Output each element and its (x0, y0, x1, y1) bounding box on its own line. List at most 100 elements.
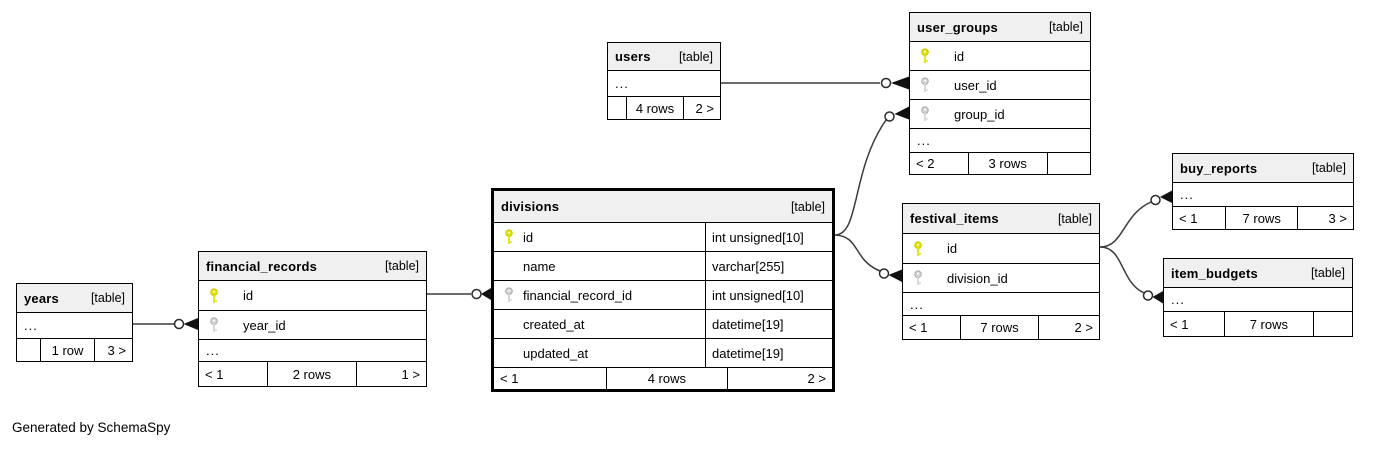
parents-count: < 1 (1170, 316, 1189, 332)
column-type: varchar[255] (705, 252, 832, 280)
table-tag: [table] (384, 259, 419, 273)
children-count (1046, 153, 1090, 174)
table-financial_records[interactable]: financial_records [table] id year_id ...… (198, 251, 427, 387)
relation-arrowhead (888, 269, 902, 282)
rows-count: 7 rows (1225, 207, 1297, 229)
column-row-id: id (910, 42, 1090, 71)
table-header: buy_reports [table] (1173, 154, 1353, 183)
table-title: divisions (501, 199, 560, 214)
ellipsis-row: ... (910, 129, 1090, 153)
ellipsis-row: ... (903, 293, 1099, 316)
table-title: item_budgets (1171, 265, 1258, 281)
table-footer: < 1 2 rows 1 > (199, 362, 426, 386)
table-tag: [table] (1048, 20, 1083, 34)
rows-count: 4 rows (625, 97, 683, 119)
column-row-group_id: group_id (910, 100, 1090, 129)
table-title: years (24, 290, 59, 306)
table-title: festival_items (910, 211, 999, 226)
table-header: divisions [table] (494, 191, 832, 223)
column-row-id: id int unsigned[10] (494, 223, 832, 252)
rows-count: 3 rows (967, 153, 1047, 174)
rows-count: 1 row (40, 339, 94, 361)
table-tag: [table] (1057, 211, 1092, 226)
column-row-id: id (903, 234, 1099, 264)
rows-count: 7 rows (959, 316, 1038, 339)
table-header: financial_records [table] (199, 252, 426, 281)
foreign-key-icon (505, 287, 513, 302)
primary-key-icon (914, 240, 922, 256)
relation-arrowhead (481, 288, 491, 300)
relation-circle (1150, 194, 1161, 206)
relation-circle (878, 268, 890, 279)
table-tag: [table] (90, 291, 125, 305)
table-header: festival_items [table] (903, 204, 1099, 234)
children-count: 3 > (94, 339, 132, 361)
parents-count: < 2 (916, 156, 935, 171)
table-footer: < 1 7 rows (1164, 312, 1352, 336)
relation-arrowhead (891, 76, 909, 90)
column-type: datetime[19] (705, 339, 832, 367)
table-tag: [table] (678, 49, 713, 64)
children-count: 2 > (727, 368, 832, 389)
children-count (1312, 312, 1352, 336)
foreign-key-icon (921, 106, 929, 121)
primary-key-icon (505, 229, 513, 244)
column-type: int unsigned[10] (705, 223, 832, 251)
relation-arrowhead (894, 106, 909, 120)
primary-key-icon (921, 48, 929, 63)
parents-count (608, 97, 626, 119)
ellipsis-row: ... (1164, 288, 1352, 312)
column-row-division_id: division_id (903, 264, 1099, 293)
ellipsis-row: ... (1173, 183, 1353, 207)
table-users[interactable]: users [table] ... 4 rows 2 > (607, 42, 721, 120)
relation-festival_items-item_budgets (1099, 246, 1145, 294)
relation-festival_items-buy_reports (1099, 201, 1152, 248)
column-type: datetime[19] (705, 310, 832, 338)
parents-count: < 1 (909, 320, 928, 335)
relation-divisions-festival_items (834, 234, 881, 272)
column-row-created_at: created_at datetime[19] (494, 310, 832, 339)
table-footer: < 2 3 rows (910, 153, 1090, 174)
relation-arrowhead (183, 318, 198, 330)
table-festival_items[interactable]: festival_items [table] id division_id ..… (902, 203, 1100, 340)
column-row-year_id: year_id (199, 311, 426, 340)
table-header: users [table] (608, 43, 720, 71)
table-buy_reports[interactable]: buy_reports [table] ... < 1 7 rows 3 > (1172, 153, 1354, 230)
children-count: 3 > (1297, 207, 1353, 229)
primary-key-icon (210, 287, 218, 303)
table-footer: 1 row 3 > (17, 339, 132, 361)
children-count: 1 > (355, 362, 426, 386)
table-header: years [table] (17, 284, 132, 313)
column-row-user_id: user_id (910, 71, 1090, 100)
table-divisions[interactable]: divisions [table] id int unsigned[10] na… (491, 188, 835, 392)
table-user_groups[interactable]: user_groups [table] id user_id group_id … (909, 12, 1091, 175)
parents-count: < 1 (1179, 210, 1198, 226)
foreign-key-icon (210, 317, 218, 332)
ellipsis-row: ... (608, 71, 720, 97)
column-type: int unsigned[10] (705, 281, 832, 309)
table-footer: 4 rows 2 > (608, 97, 720, 119)
table-title: users (615, 49, 651, 64)
table-tag: [table] (1311, 161, 1346, 175)
table-header: item_budgets [table] (1164, 259, 1352, 288)
relation-circle (471, 288, 482, 300)
relation-arrowhead (1160, 190, 1172, 203)
rows-count: 4 rows (605, 368, 728, 389)
table-tag: [table] (1310, 266, 1345, 280)
parents-count: < 1 (205, 366, 224, 382)
table-years[interactable]: years [table] ... 1 row 3 > (16, 283, 133, 362)
relation-circle (880, 77, 892, 89)
table-item_budgets[interactable]: item_budgets [table] ... < 1 7 rows (1163, 258, 1353, 337)
foreign-key-icon (914, 270, 922, 285)
table-title: user_groups (917, 19, 998, 35)
relation-circle (1142, 290, 1154, 301)
relation-arrowhead (1152, 291, 1163, 304)
relation-circle (884, 111, 895, 122)
ellipsis-row: ... (199, 340, 426, 362)
table-footer: < 1 7 rows 3 > (1173, 207, 1353, 229)
rows-count: 7 rows (1224, 312, 1312, 336)
parents-count: < 1 (500, 371, 519, 386)
column-row-id: id (199, 281, 426, 311)
table-tag: [table] (790, 199, 825, 214)
